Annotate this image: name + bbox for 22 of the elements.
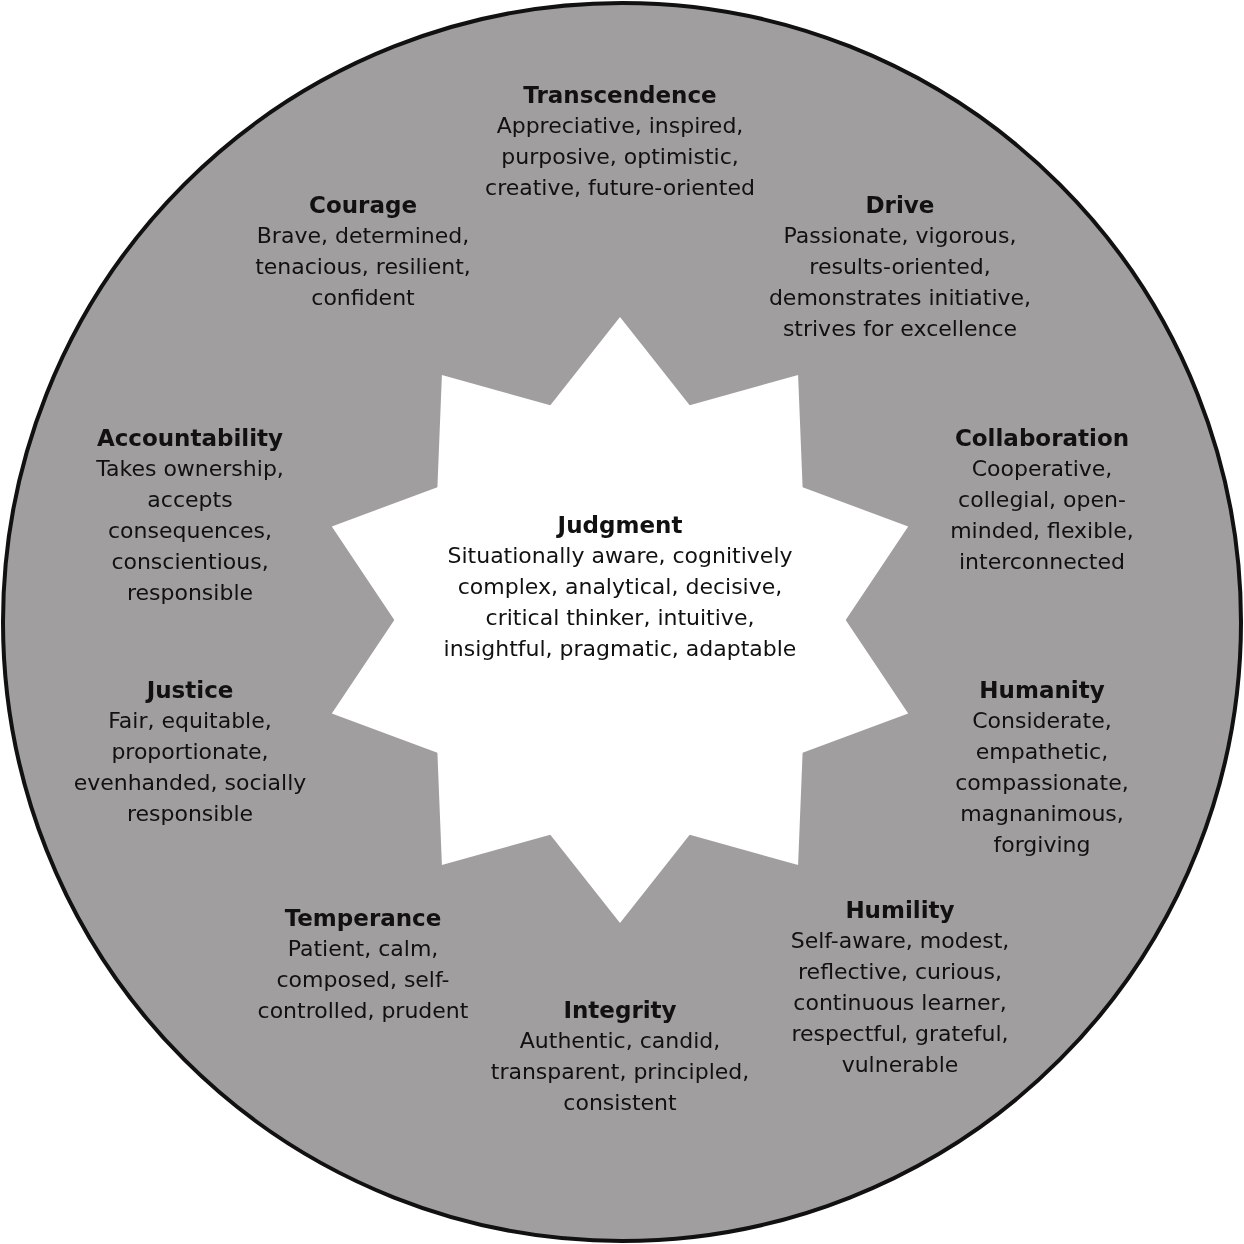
dimension-description: Considerate, empathetic, compassionate, magnanimous, forgiving xyxy=(954,707,1130,859)
dimension-heading: Temperance xyxy=(284,904,442,933)
dimension-description: Appreciative, inspired, purposive, optimistic, creative, future-oriented xyxy=(484,112,756,202)
dimension-description: Authentic, candid, transparent, principled, consistent xyxy=(490,1027,750,1117)
dimension-heading: Accountability xyxy=(96,424,284,453)
dimension-heading: Humanity xyxy=(979,676,1105,705)
dimension-description: Situationally aware, cognitively complex, analytical, decisive, critical thinker, intuitive, insightful, pragmatic, adaptable xyxy=(442,542,798,663)
dimension-heading: Integrity xyxy=(563,996,677,1025)
dimension-heading: Justice xyxy=(146,676,234,705)
dimension-description: Passionate, vigorous, results-oriented, demonstrates initiative, strives for excellence xyxy=(767,222,1033,343)
dimension-description: Self-aware, modest, reflective, curious, continuous learner, respectful, grateful, vulnerable xyxy=(789,927,1011,1079)
dimension-description: Takes ownership, accepts consequences, conscientious, responsible xyxy=(95,455,285,607)
dimension-description: Cooperative, collegial, open-minded, flexible, interconnected xyxy=(949,455,1135,576)
dimension-heading: Courage xyxy=(309,191,417,220)
dimension-description: Patient, calm, composed, self-controlled, prudent xyxy=(256,935,470,1025)
dimension-heading: Transcendence xyxy=(523,81,717,110)
dimension-heading: Humility xyxy=(845,896,955,925)
dimension-description: Brave, determined, tenacious, resilient, confident xyxy=(254,222,472,312)
dimension-heading: Drive xyxy=(865,191,935,220)
dimension-heading: Judgment xyxy=(557,511,683,540)
dimension-description: Fair, equitable, proportionate, evenhanded, socially responsible xyxy=(72,707,308,828)
dimension-heading: Collaboration xyxy=(954,424,1130,453)
